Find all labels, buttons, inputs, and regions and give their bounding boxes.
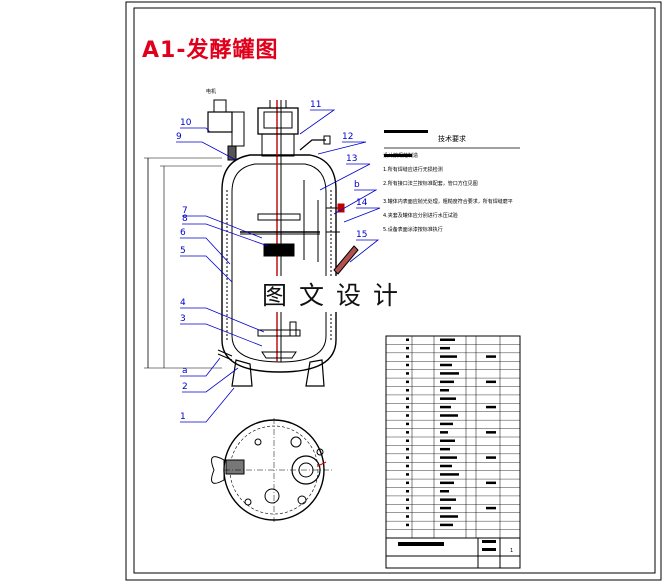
vessel-side-view [144,99,359,387]
vessel-top-view [211,418,332,522]
motor [207,111,233,133]
callout-label-12: 12 [342,132,354,142]
title-block [385,537,521,569]
tech-line: 2.所有接口法兰按标准配套，管口方位见图 [383,181,478,187]
callout-label-1: 1 [180,412,186,422]
callout-label-13: 13 [346,154,358,164]
jacket-outline [221,154,337,373]
callout-label-11: 11 [310,100,322,110]
motor-note: 电机 [206,89,217,95]
callout-label-14: 14 [356,198,368,208]
tech-line: 4.夹套及罐体应分别进行水压试验 [383,213,458,219]
callout-label-6: 6 [180,228,186,238]
tech-requirements-heading: 技术要求 [438,135,466,143]
tech-line: 设计按规范制造 [383,153,419,159]
callout-label-15: 15 [356,230,368,240]
impeller-lower [257,329,301,337]
tech-line: 5.设备表面涂漆按标准执行 [383,227,443,233]
support-leg-left [231,359,253,387]
parts-list-table [385,335,521,539]
callout-label-5: 5 [180,246,186,256]
callout-label-2: 2 [182,382,188,392]
impeller-upper [257,213,301,221]
callout-label-7: 7 [182,206,188,216]
watermark-text: 图文设计 [258,276,415,312]
sheet-number: 1 [510,548,514,554]
tech-line: 1.所有焊缝应进行无损检测 [383,167,443,173]
tech-requirements-block [384,130,520,157]
callout-label-10: 10 [180,118,192,128]
callout-label-a: a [182,366,188,376]
drawing-title: A1-发酵罐图 [142,38,279,63]
inner-shell [231,163,327,363]
callout-label-8: 8 [182,214,188,224]
impeller-mid [263,243,295,257]
callout-label-4: 4 [180,298,186,308]
outer-frame [125,1,662,581]
support-leg-right [305,359,325,387]
tech-line: 3.罐体内表面应抛光处理，粗糙度符合要求，所有焊缝磨平 [383,199,513,205]
callout-label-3: 3 [180,314,186,324]
callout-label-b: b [354,180,360,190]
callout-leaders [176,109,381,423]
inner-frame [133,7,656,574]
callout-label-9: 9 [176,132,182,142]
